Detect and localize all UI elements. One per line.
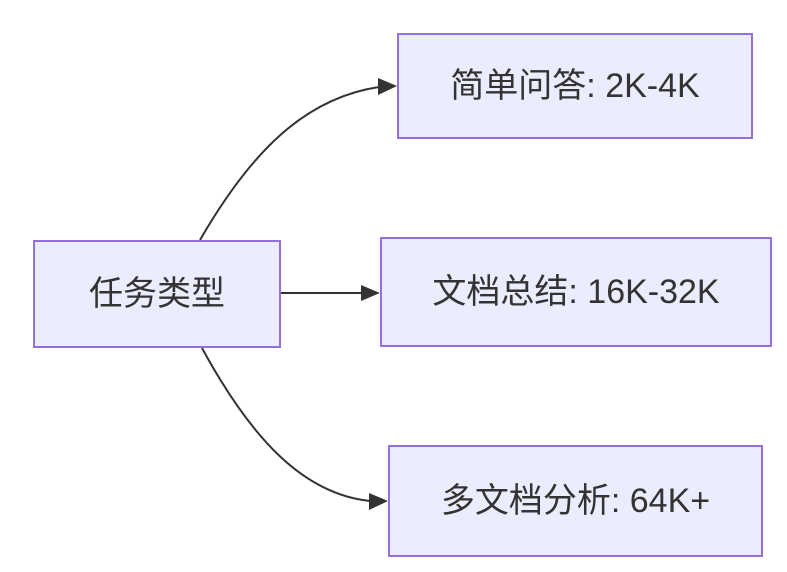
node-doc-summary-label: 文档总结: 16K-32K	[432, 272, 720, 311]
node-multi-doc-label: 多文档分析: 64K+	[440, 481, 711, 520]
arrowhead-icon	[378, 78, 397, 95]
node-doc-summary: 文档总结: 16K-32K	[380, 237, 772, 347]
edge-root-to-multi-doc	[201, 347, 388, 510]
node-task-type: 任务类型	[33, 240, 281, 348]
node-multi-doc: 多文档分析: 64K+	[388, 445, 763, 557]
edge-root-to-doc-summary	[281, 285, 380, 301]
node-simple-qa: 简单问答: 2K-4K	[397, 33, 753, 139]
node-simple-qa-label: 简单问答: 2K-4K	[450, 66, 700, 105]
edge-curve	[199, 86, 380, 241]
arrowhead-icon	[361, 285, 380, 301]
node-task-type-label: 任务类型	[89, 274, 225, 313]
edge-root-to-simple-qa	[199, 78, 397, 241]
arrowhead-icon	[369, 493, 388, 510]
edge-curve	[201, 347, 371, 502]
